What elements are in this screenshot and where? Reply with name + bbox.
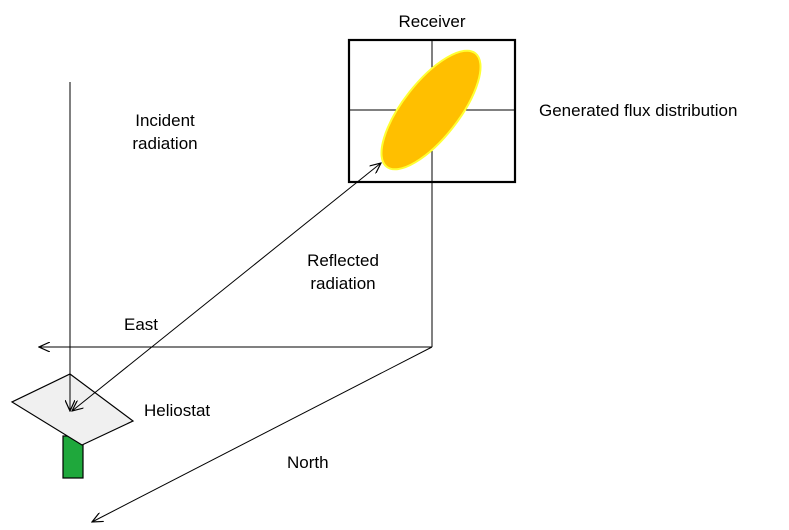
reflected-radiation-line2: radiation — [310, 273, 376, 293]
receiver-label: Receiver — [398, 12, 466, 31]
flux-distribution-ellipse — [380, 49, 482, 171]
heliostat-mirror — [10, 373, 135, 446]
north-label: North — [287, 453, 329, 472]
incident-radiation-label: Incident radiation — [110, 110, 220, 156]
incident-radiation-line1: Incident — [135, 111, 195, 130]
heliostat-label: Heliostat — [144, 401, 211, 420]
reflected-radiation-arrow — [72, 163, 381, 411]
incident-radiation-line2: radiation — [132, 133, 198, 153]
flux-distribution-label: Generated flux distribution — [539, 101, 738, 120]
east-label: East — [124, 315, 159, 334]
reflected-radiation-line1: Reflected — [307, 251, 379, 270]
north-axis-arrow — [92, 346, 433, 522]
reflected-radiation-label: Reflected radiation — [288, 250, 398, 296]
